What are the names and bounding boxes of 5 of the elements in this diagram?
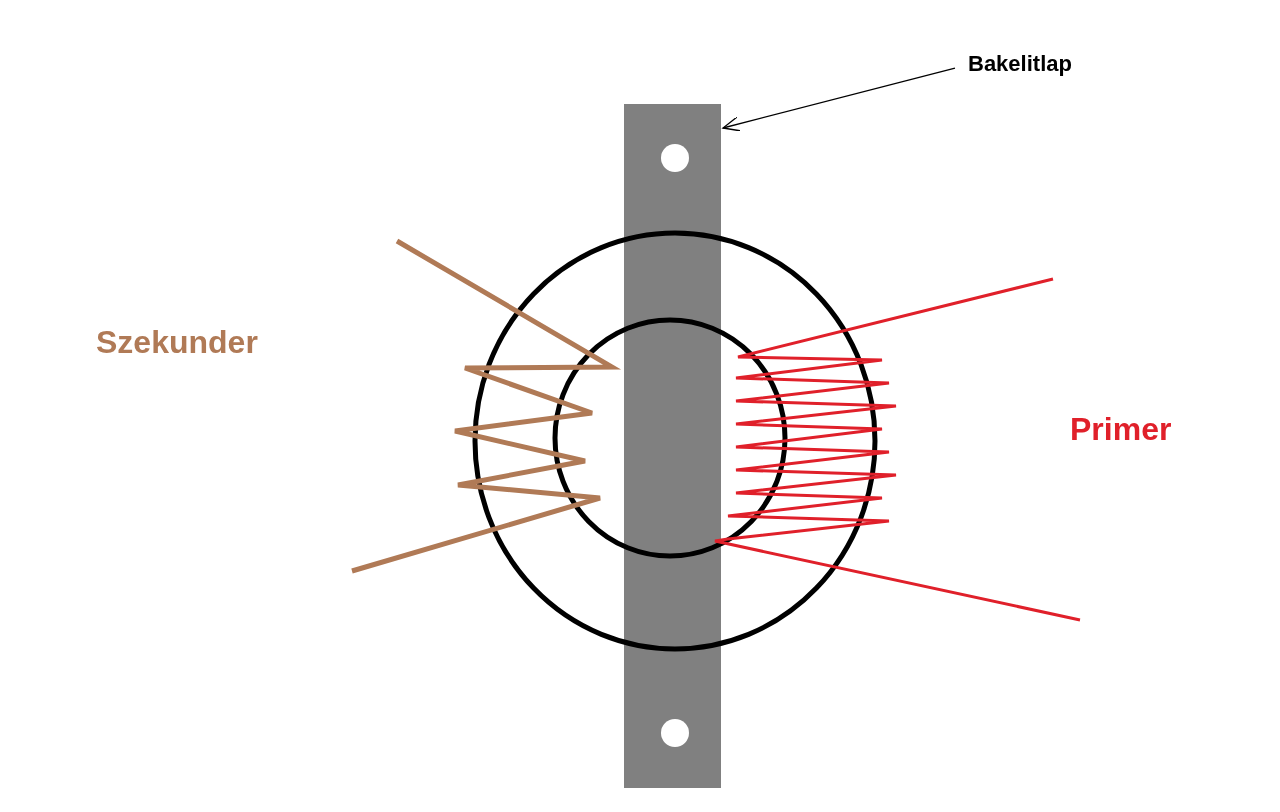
bakelite-plate [624, 104, 721, 788]
part-label: Bakelitlap [968, 52, 1072, 77]
winding-label: Primer [1070, 412, 1172, 448]
winding-label: Szekunder [96, 325, 258, 361]
leader-arrow [722, 67, 956, 132]
